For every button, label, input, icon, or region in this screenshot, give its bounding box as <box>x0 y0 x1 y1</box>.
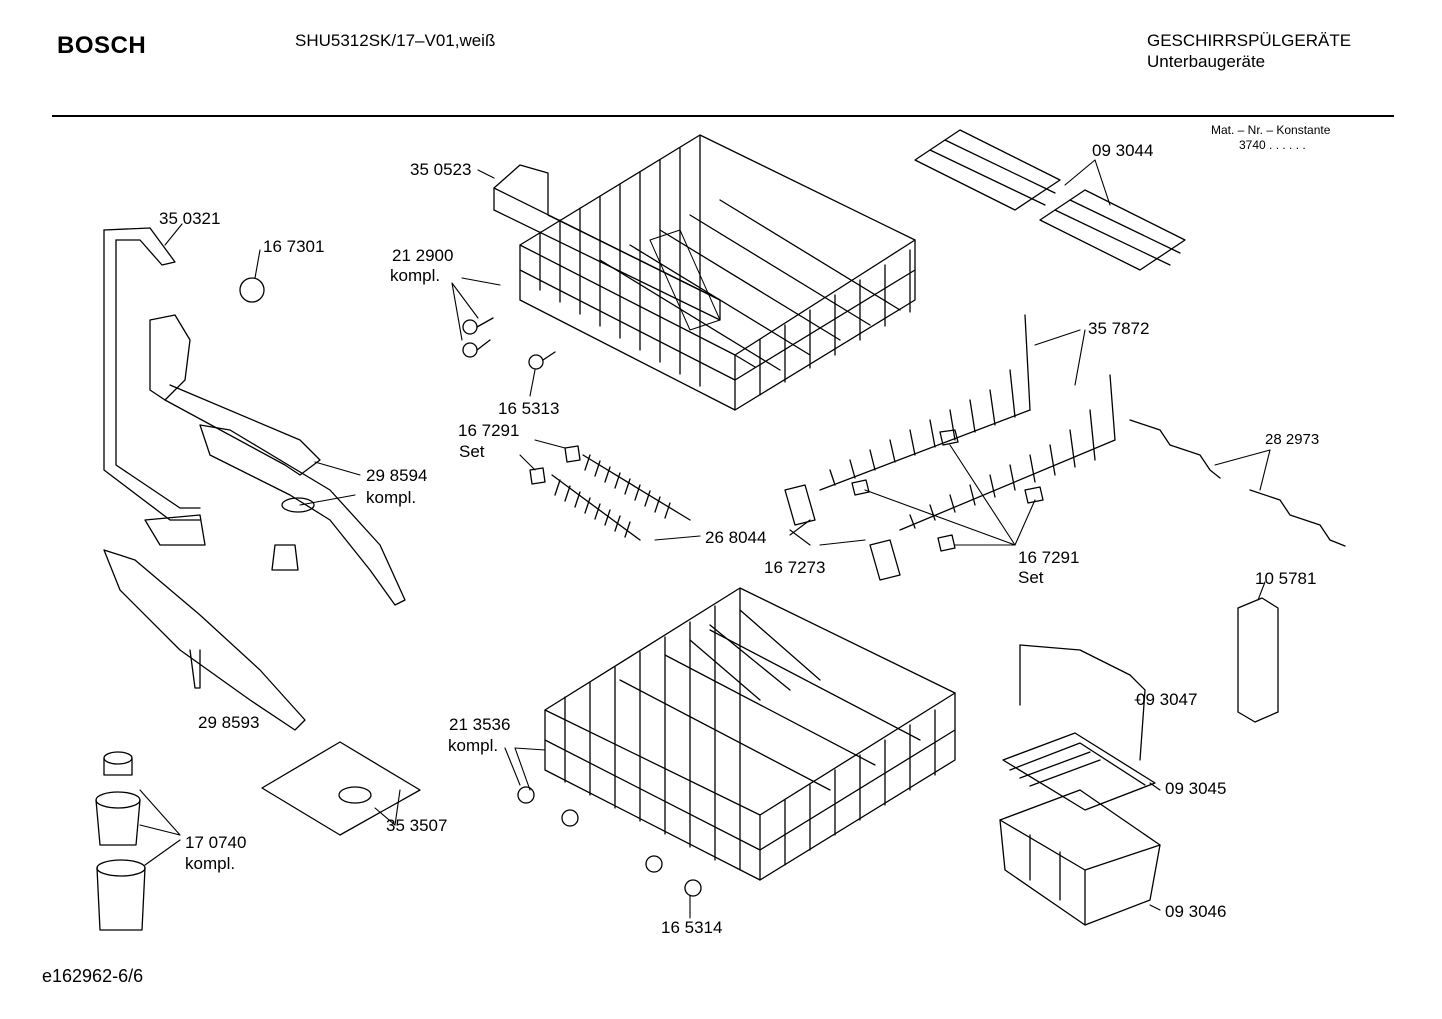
part-label-350321: 35 0321 <box>159 209 221 228</box>
part-label-165313: 16 5313 <box>498 399 560 418</box>
mat-nr-value: 3740 . . . . . . <box>1239 138 1306 152</box>
part-label-167273: 16 7273 <box>764 558 826 577</box>
header-divider <box>52 115 1394 117</box>
part-label-213536-sub: kompl. <box>448 736 499 755</box>
spray-arm-drawing <box>103 227 406 731</box>
part-label-212900: 21 2900 <box>392 246 454 265</box>
lower-basket-drawing <box>517 587 956 897</box>
model-number: SHU5312SK/17–V01,weiß <box>295 31 496 50</box>
part-label-093046: 09 3046 <box>1165 902 1227 921</box>
tine-rack-drawing <box>529 314 1116 581</box>
part-label-298594: 29 8594 <box>366 466 428 485</box>
part-label-298594-sub: kompl. <box>366 488 417 507</box>
part-label-353507: 35 3507 <box>386 816 448 835</box>
part-label-212900-sub: kompl. <box>390 266 441 285</box>
part-label-268044: 26 8044 <box>705 528 767 547</box>
part-label-357872: 35 7872 <box>1088 319 1150 338</box>
part-label-213536: 21 3536 <box>449 715 511 734</box>
filter-drawing <box>95 741 421 931</box>
part-label-093047: 09 3047 <box>1136 690 1198 709</box>
part-label-105781: 10 5781 <box>1255 569 1317 588</box>
part-label-298593: 29 8593 <box>198 713 260 732</box>
part-label-170740: 17 0740 <box>185 833 247 852</box>
part-label-167291-lower-sub: Set <box>1018 568 1044 587</box>
document-id: e162962-6/6 <box>42 966 144 986</box>
mat-nr-title: Mat. – Nr. – Konstante <box>1211 123 1331 137</box>
part-label-167301: 16 7301 <box>263 237 325 256</box>
part-label-093044: 09 3044 <box>1092 141 1154 160</box>
part-label-170740-sub: kompl. <box>185 854 236 873</box>
upper-basket-drawing <box>462 134 916 411</box>
part-label-165314: 16 5314 <box>661 918 723 937</box>
appliance-subcategory: Unterbaugeräte <box>1147 52 1266 71</box>
part-label-282973: 28 2973 <box>1265 431 1320 448</box>
appliance-category: GESCHIRRSPÜLGERÄTE <box>1147 31 1352 50</box>
brand-logo: BOSCH <box>57 32 147 59</box>
part-label-167291-upper-sub: Set <box>459 442 485 461</box>
part-label-167291-upper: 16 7291 <box>458 421 520 440</box>
part-label-167291-lower: 16 7291 <box>1018 548 1080 567</box>
part-label-093045: 09 3045 <box>1165 779 1227 798</box>
part-label-350523: 35 0523 <box>410 160 472 179</box>
leader-lines <box>139 159 1271 919</box>
accessories-drawing <box>914 129 1346 926</box>
